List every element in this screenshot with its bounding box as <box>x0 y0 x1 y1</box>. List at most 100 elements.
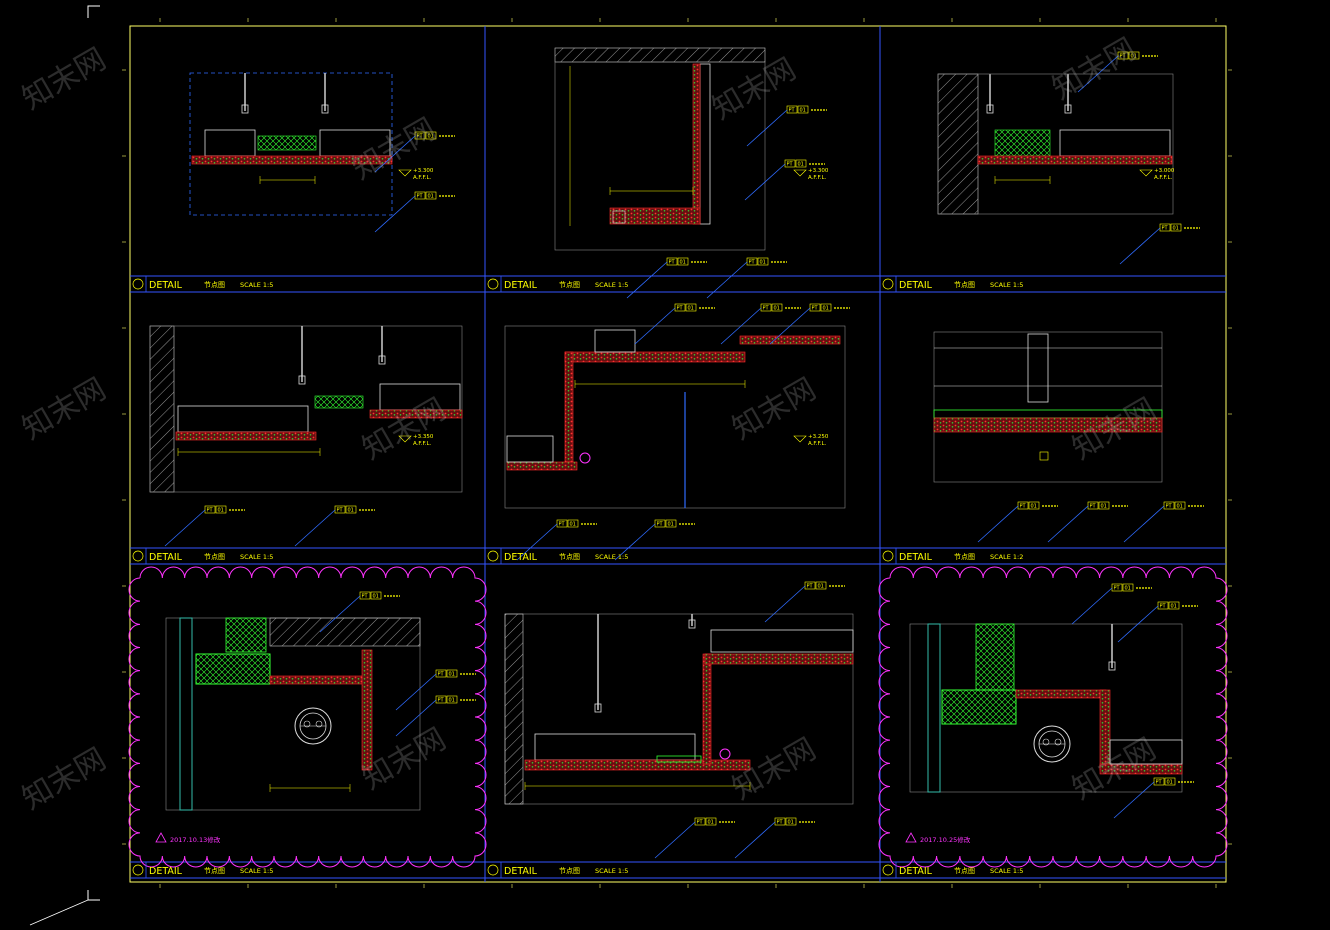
elevation-datum: A.F.F.L. <box>413 441 432 447</box>
tag-box-code <box>1159 223 1171 232</box>
insulation <box>225 617 267 653</box>
hanger-clip <box>688 619 696 629</box>
detail-number-bubble <box>487 864 499 876</box>
soffit-box <box>941 689 1017 725</box>
detail-boundary <box>189 72 393 216</box>
tag-code: PT <box>697 820 704 826</box>
elevation-value: +3.300 <box>413 168 434 174</box>
downlight-symbol <box>719 748 731 760</box>
leader-line <box>395 673 437 711</box>
tag-box-code <box>746 257 758 266</box>
tag-box-code <box>666 257 678 266</box>
tag-box-num <box>795 159 807 168</box>
detail-title: DETAIL <box>149 280 183 291</box>
detail-scale: SCALE 1:5 <box>240 867 273 875</box>
watermark-text: 知末网 <box>357 392 452 467</box>
detail-title: DETAIL <box>899 280 933 291</box>
tag-code: PT <box>438 698 445 704</box>
tag-code: PT <box>1114 586 1121 592</box>
tag-box-code <box>760 303 772 312</box>
tag-box-code <box>414 131 426 140</box>
tag-code: PT <box>438 672 445 678</box>
tag-box-num <box>425 191 437 200</box>
elevation-datum: A.F.F.L. <box>808 175 827 181</box>
tag-box-code <box>774 817 786 826</box>
downlight-fixture <box>294 707 332 745</box>
detail-title: DETAIL <box>504 280 538 291</box>
ceiling-board <box>710 629 854 653</box>
revision-text: 2017.10.25修改 <box>920 835 971 844</box>
downlight-fixture <box>1033 725 1071 763</box>
detail-title: DETAIL <box>504 866 538 877</box>
leader-line <box>734 821 776 859</box>
tag-box-num <box>757 257 769 266</box>
tag-box-num <box>665 519 677 528</box>
elevation-triangle <box>793 169 807 177</box>
finish-layer <box>369 409 463 419</box>
leader-line <box>395 699 437 737</box>
tag-code: PT <box>763 306 770 312</box>
finish-layer <box>739 335 841 345</box>
finish-layer <box>191 155 393 165</box>
tag-box-num <box>815 581 827 590</box>
watermark-text: 知末网 <box>707 52 802 127</box>
tag-code: PT <box>417 194 424 200</box>
finish-layer <box>609 207 701 225</box>
watermark-text: 知末网 <box>17 742 112 817</box>
detail-scale: SCALE 1:5 <box>240 553 273 561</box>
tag-box-num <box>1174 501 1186 510</box>
tag-box-code <box>204 505 216 514</box>
leader-line <box>720 307 762 345</box>
concrete-hatch <box>149 325 175 493</box>
revision-cloud <box>128 566 487 868</box>
detail-name: 节点图 <box>559 867 580 875</box>
tag-num: 01 <box>348 508 354 514</box>
tag-code: PT <box>1120 54 1127 60</box>
stud <box>1027 333 1049 403</box>
tag-box-num <box>1170 223 1182 232</box>
detail-scale: SCALE 1:5 <box>595 867 628 875</box>
tag-num: 01 <box>760 260 766 266</box>
ceiling-board <box>177 405 309 433</box>
tag-box-code <box>414 191 426 200</box>
tag-box-num <box>446 695 458 704</box>
tag-box-code <box>435 669 447 678</box>
revision-text: 2017.10.13修改 <box>170 835 221 844</box>
tag-code: PT <box>777 820 784 826</box>
tag-code: PT <box>1160 604 1167 610</box>
soffit-box <box>195 653 271 685</box>
tag-code: PT <box>807 584 814 590</box>
finish-layer <box>933 417 1163 433</box>
detail-title: DETAIL <box>504 552 538 563</box>
detail-number-bubble <box>132 550 144 562</box>
tag-num: 01 <box>1167 780 1173 786</box>
tag-num: 01 <box>1171 604 1177 610</box>
sheet-frame <box>29 5 1227 926</box>
led-slot <box>994 129 1051 157</box>
lamp-lens <box>315 720 323 728</box>
watermark-text: 知末网 <box>17 42 112 117</box>
material-tag: PT 01 <box>1157 601 1198 610</box>
leader-line <box>764 585 806 623</box>
finish-layer <box>1015 689 1107 699</box>
leader-line <box>374 195 416 233</box>
tag-num: 01 <box>428 134 434 140</box>
tag-num: 01 <box>218 508 224 514</box>
tag-box-code <box>1087 501 1099 510</box>
revision-triangle <box>905 832 917 843</box>
